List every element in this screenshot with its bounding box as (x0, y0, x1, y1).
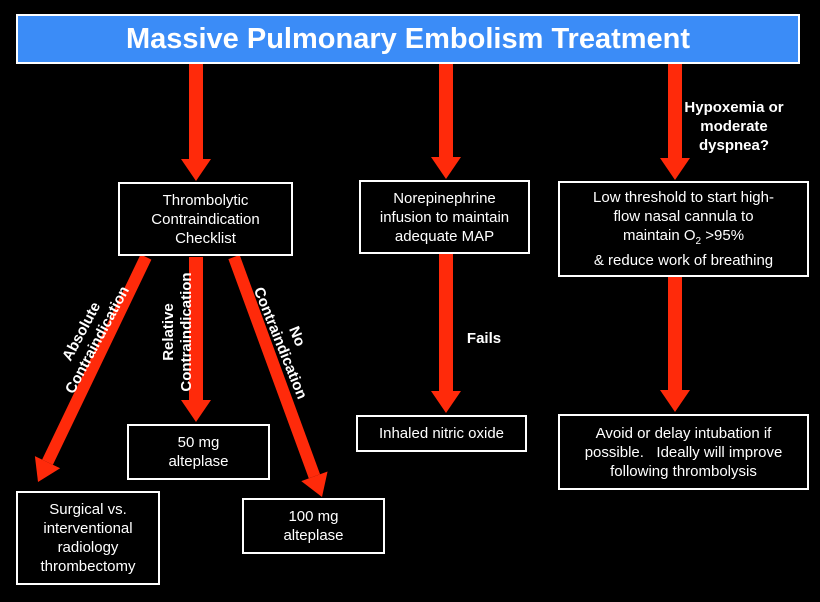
page-title: Massive Pulmonary Embolism Treatment (125, 22, 691, 55)
hfnc-o2-pre: maintain O (622, 227, 696, 244)
hfnc-o2-sub: 2 (695, 236, 702, 247)
thrombectomy-line: radiology (57, 539, 119, 556)
intubation-box: Avoid or delay intubation if possible. I… (558, 414, 809, 490)
arrow-title-to-hfnc-head (660, 158, 690, 180)
checklist-box: Thrombolytic Contraindication Checklist (118, 182, 293, 256)
checklist-line: Thrombolytic (162, 191, 249, 209)
norepinephrine-line: Norepinephrine (393, 189, 496, 207)
thrombectomy-line: interventional (43, 520, 133, 537)
arrow-checklist-to-thrombectomy-head (34, 456, 61, 482)
checklist-line: Contraindication (151, 210, 260, 228)
thrombectomy-line: Surgical vs. (49, 501, 127, 518)
arrow-checklist-to-thrombectomy-shaft (42, 254, 152, 465)
arrow-title-to-norepinephrine (431, 64, 461, 179)
title-banner: Massive Pulmonary Embolism Treatment (16, 14, 800, 64)
alteplase-100-box: 100 mg alteplase (242, 498, 385, 554)
thrombectomy-line: thrombectomy (40, 558, 136, 575)
arrow-title-to-hfnc (660, 64, 690, 180)
intubation-line: possible. Ideally will improve (584, 443, 783, 461)
relative-line: Contraindication (178, 272, 195, 392)
fails-text: Fails (466, 330, 502, 347)
arrow-checklist-to-50mg (181, 257, 211, 422)
norepinephrine-box: Norepinephrine infusion to maintain adeq… (359, 180, 530, 254)
arrow-hfnc-to-intubation (660, 277, 690, 412)
arrow-checklist-to-50mg-head (181, 400, 211, 422)
arrow-checklist-to-100mg-shaft (228, 254, 321, 479)
hypoxemia-line: moderate (700, 118, 768, 135)
hypoxemia-line: dyspnea? (698, 137, 770, 154)
nitric-oxide-box: Inhaled nitric oxide (356, 415, 527, 452)
hfnc-o2-post: >95% (701, 227, 745, 244)
intubation-line: following thrombolysis (610, 462, 757, 480)
alteplase-100-line: 100 mg (288, 508, 339, 525)
arrow-hfnc-to-intubation-head (660, 390, 690, 412)
fails-label: Fails (456, 329, 512, 348)
hypoxemia-label: Hypoxemia or moderate dyspnea? (674, 98, 794, 155)
arrow-title-to-norepinephrine-head (431, 157, 461, 179)
nitric-oxide-line: Inhaled nitric oxide (378, 425, 505, 442)
alteplase-100-line: alteplase (283, 527, 344, 544)
norepinephrine-line: adequate MAP (394, 227, 495, 245)
arrow-norepinephrine-to-nitric-oxide-head (431, 391, 461, 413)
thrombectomy-box: Surgical vs. interventional radiology th… (16, 491, 160, 585)
hypoxemia-line: Hypoxemia or (684, 99, 784, 116)
hfnc-line: flow nasal cannula to (613, 208, 754, 225)
arrow-norepinephrine-to-nitric-oxide (431, 254, 461, 413)
relative-contraindication-label: Relative Contraindication (160, 262, 196, 402)
hfnc-line: maintain O2 >95% (623, 226, 744, 251)
arrow-title-to-checklist (181, 64, 211, 181)
relative-line: Relative (160, 303, 177, 361)
alteplase-50-line: alteplase (168, 453, 229, 470)
alteplase-50-box: 50 mg alteplase (127, 424, 270, 480)
arrow-title-to-checklist-head (181, 159, 211, 181)
hfnc-line: & reduce work of breathing (593, 252, 774, 269)
hfnc-line: Low threshold to start high- (593, 189, 774, 206)
hfnc-box: Low threshold to start high- flow nasal … (558, 181, 809, 277)
arrow-checklist-to-thrombectomy (34, 254, 152, 482)
arrow-checklist-to-100mg-head (301, 471, 328, 497)
checklist-line: Checklist (175, 229, 236, 247)
intubation-line: Avoid or delay intubation if (595, 424, 772, 442)
arrow-checklist-to-100mg (228, 254, 328, 497)
alteplase-50-line: 50 mg (177, 434, 220, 451)
norepinephrine-line: infusion to maintain (379, 208, 510, 226)
